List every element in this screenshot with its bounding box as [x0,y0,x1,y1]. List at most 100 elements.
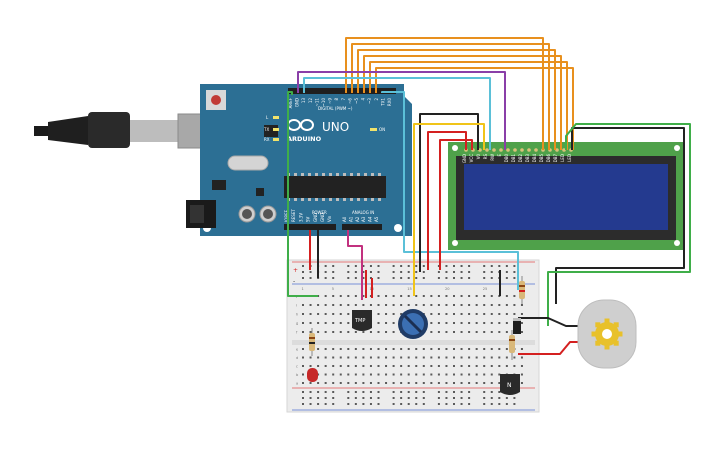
terminal-hole [490,322,493,324]
rail-hole [362,403,365,405]
chip-leg [308,173,311,176]
rail-plus-label: + [293,267,298,274]
terminal-hole [385,331,388,333]
terminal-hole [317,313,320,315]
terminal-hole [324,382,327,384]
rail-hole [468,265,471,267]
terminal-hole [422,304,425,306]
potentiometer[interactable] [398,309,428,339]
terminal-hole [332,382,335,384]
rail-hole [498,391,501,393]
terminal-hole [490,365,493,367]
rail-hole [498,397,501,399]
reset-button[interactable] [211,95,221,105]
crystal-oscillator [227,155,269,171]
chip-leg [329,198,332,201]
rail-hole [468,397,471,399]
rail-hole [324,397,327,399]
terminal-hole [430,356,433,359]
resistor-3 [509,330,515,360]
rail-hole [309,403,312,405]
chip-leg [329,173,332,176]
terminal-hole [505,322,508,324]
capacitor-top [242,209,252,219]
lcd-pin [506,148,510,152]
gear-tooth [595,322,601,328]
digital-pin-label: TX1 [380,98,385,107]
rail-hole [332,265,335,267]
terminal-hole [422,348,425,350]
rail-hole [490,271,493,273]
analog-pin-label: A1 [348,216,353,222]
digital-pin-label: GND [295,98,300,107]
arduino-logo-text: ARDUINO [287,135,322,143]
rail-hole [483,277,486,279]
row-letter: g [296,322,298,326]
terminal-hole [324,322,327,324]
terminal-hole [422,295,425,297]
rx-led-label: RX [264,137,270,142]
terminal-hole [354,382,357,384]
terminal-hole [490,313,493,315]
wire-cyan-top [303,77,491,150]
rail-hole [309,271,312,273]
terminal-hole [483,382,486,384]
terminal-hole [490,331,493,333]
diode-band [513,318,521,321]
terminal-hole [490,356,493,359]
rail-hole [460,265,463,267]
row-letter: b [296,373,299,377]
terminal-hole [317,331,320,333]
diode-body [513,318,521,334]
terminal-hole [520,382,523,384]
terminal-hole [407,304,410,306]
terminal-hole [520,365,523,367]
lcd-pin [555,148,559,152]
terminal-hole [317,382,320,384]
terminal-hole [468,365,471,367]
terminal-hole [460,373,463,376]
chip-leg [294,173,297,176]
terminal-hole [520,322,523,324]
terminal-hole [392,356,395,359]
chip-leg [343,198,346,201]
wires [287,37,691,355]
rail-hole [302,391,304,393]
terminal-hole [407,348,410,350]
power-pin-label: GND [313,213,318,222]
wire-black-lcd [419,113,479,272]
wire-green-led [547,123,691,326]
wire-orange-db4 [363,55,562,150]
rail-hole [490,391,493,393]
terminal-hole [520,373,523,376]
terminal-hole [483,295,486,297]
row-letter: a [296,382,298,386]
terminal-hole [437,295,440,297]
terminal-hole [445,382,448,384]
row-letter: h [296,313,298,317]
rail-hole [422,403,425,405]
rail-hole [332,403,335,405]
rail-hole [453,391,455,393]
resistor-1 [309,328,315,356]
terminal-hole [324,356,327,359]
rail-hole [422,265,425,267]
terminal-hole [385,373,388,376]
terminal-hole [347,365,350,367]
wire-yellow-pot [413,123,485,296]
rail-hole [302,277,304,279]
terminal-hole [498,373,501,376]
analog-pin-label: A0 [342,216,347,222]
terminal-hole [392,295,395,297]
terminal-hole [332,331,335,333]
rail-hole [483,397,486,399]
terminal-hole [460,295,463,297]
row-letter: i [296,304,297,308]
lcd-pin-label: LED [567,154,572,162]
chip-leg [343,173,346,176]
rail-hole [490,265,493,267]
logo-loop-right [300,119,314,131]
terminal-hole [437,365,440,367]
